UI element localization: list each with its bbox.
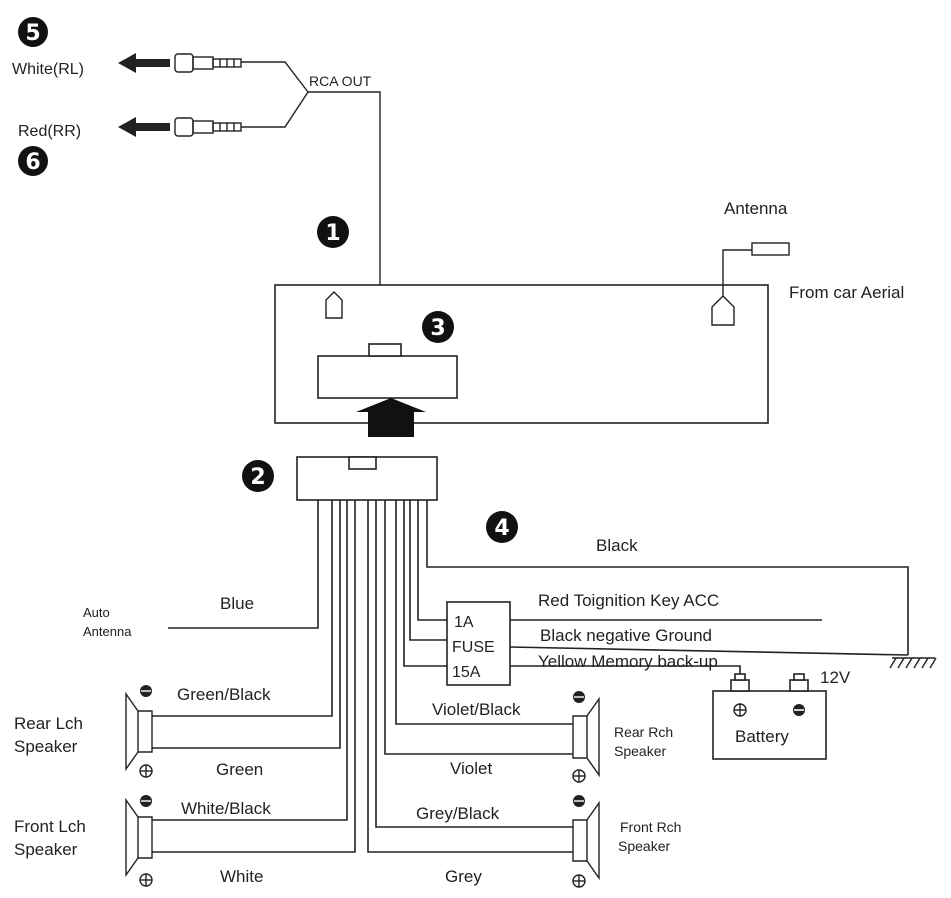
car-aerial-label: From car Aerial (789, 283, 904, 302)
grey-black-wire-label: Grey/Black (416, 804, 500, 823)
blue-wire-label: Blue (220, 594, 254, 613)
auto-antenna-label-line1: Auto (83, 605, 110, 620)
marker-4: 4 (486, 511, 518, 543)
svg-text:3: 3 (430, 316, 445, 341)
marker-5: 5 (18, 17, 48, 47)
memory-wire-label: Yellow Memory back-up (538, 652, 718, 671)
black-wire-label: Black (596, 536, 638, 555)
green-wire-label: Green (216, 760, 263, 779)
rca-left-label: White(RL) (12, 61, 84, 78)
white-black-wire-label: White/Black (181, 799, 271, 818)
rca-right-plug-icon (174, 117, 242, 137)
battery-icon (712, 673, 827, 760)
insert-arrow-icon (356, 398, 426, 437)
rear-right-speaker-icon (572, 691, 600, 783)
rear-left-speaker-icon (125, 685, 153, 778)
marker-1: 1 (317, 216, 349, 248)
front-left-speaker-icon (125, 795, 153, 887)
ground-wire-label: Black negative Ground (540, 626, 712, 645)
marker-6: 6 (18, 146, 48, 176)
marker-2: 2 (242, 460, 274, 492)
grey-wire-label: Grey (445, 867, 482, 886)
antenna-label: Antenna (724, 199, 788, 218)
head-unit-port (317, 355, 458, 399)
rca-socket-icon (325, 291, 343, 319)
auto-antenna-label-line2: Antenna (83, 624, 132, 639)
rear-left-speaker-label-line2: Speaker (14, 737, 78, 756)
head-unit-port-key (368, 343, 402, 357)
rca-right-cable (241, 91, 309, 128)
harness-wires (152, 500, 909, 853)
front-left-speaker-label-line2: Speaker (14, 840, 78, 859)
svg-text:4: 4 (494, 516, 509, 541)
front-left-speaker-label-line1: Front Lch (14, 817, 86, 836)
rear-right-speaker-label-line1: Rear Rch (614, 724, 673, 740)
chassis-ground-icon (889, 657, 937, 669)
rca-out-label: RCA OUT (309, 73, 372, 89)
rca-right-arrow-icon (118, 117, 170, 137)
rca-right-label: Red(RR) (18, 123, 81, 140)
svg-text:2: 2 (250, 465, 265, 490)
violet-wire-label: Violet (450, 759, 492, 778)
rear-left-speaker-label-line1: Rear Lch (14, 714, 83, 733)
antenna-plug-icon (751, 242, 790, 256)
harness-connector-key (348, 456, 377, 470)
violet-black-wire-label: Violet/Black (432, 700, 521, 719)
rca-left-plug-icon (174, 53, 242, 73)
antenna-socket-icon (711, 295, 735, 326)
svg-text:5: 5 (25, 21, 40, 46)
fuse-top-label: 1A (454, 614, 474, 631)
front-right-speaker-icon (572, 795, 600, 888)
acc-wire-label: Red Toignition Key ACC (538, 591, 719, 610)
rca-left-arrow-icon (118, 53, 170, 73)
battery-voltage-label: 12V (820, 668, 851, 687)
white-wire-label: White (220, 867, 263, 886)
rca-connectors (118, 53, 381, 331)
svg-text:6: 6 (25, 150, 40, 175)
fuse-bottom-label: 15A (452, 664, 481, 681)
battery-label: Battery (735, 727, 789, 746)
fuse-mid-label: FUSE (452, 639, 495, 656)
head-unit-box (274, 284, 769, 424)
fuse-box (446, 601, 511, 686)
rear-right-speaker-label-line2: Speaker (614, 743, 666, 759)
svg-text:1: 1 (325, 221, 340, 246)
marker-3: 3 (422, 311, 454, 343)
antenna-cable (722, 249, 752, 296)
green-black-wire-label: Green/Black (177, 685, 271, 704)
rca-left-cable (241, 61, 309, 93)
front-right-speaker-label-line2: Speaker (618, 838, 670, 854)
front-right-speaker-label-line1: Front Rch (620, 819, 681, 835)
